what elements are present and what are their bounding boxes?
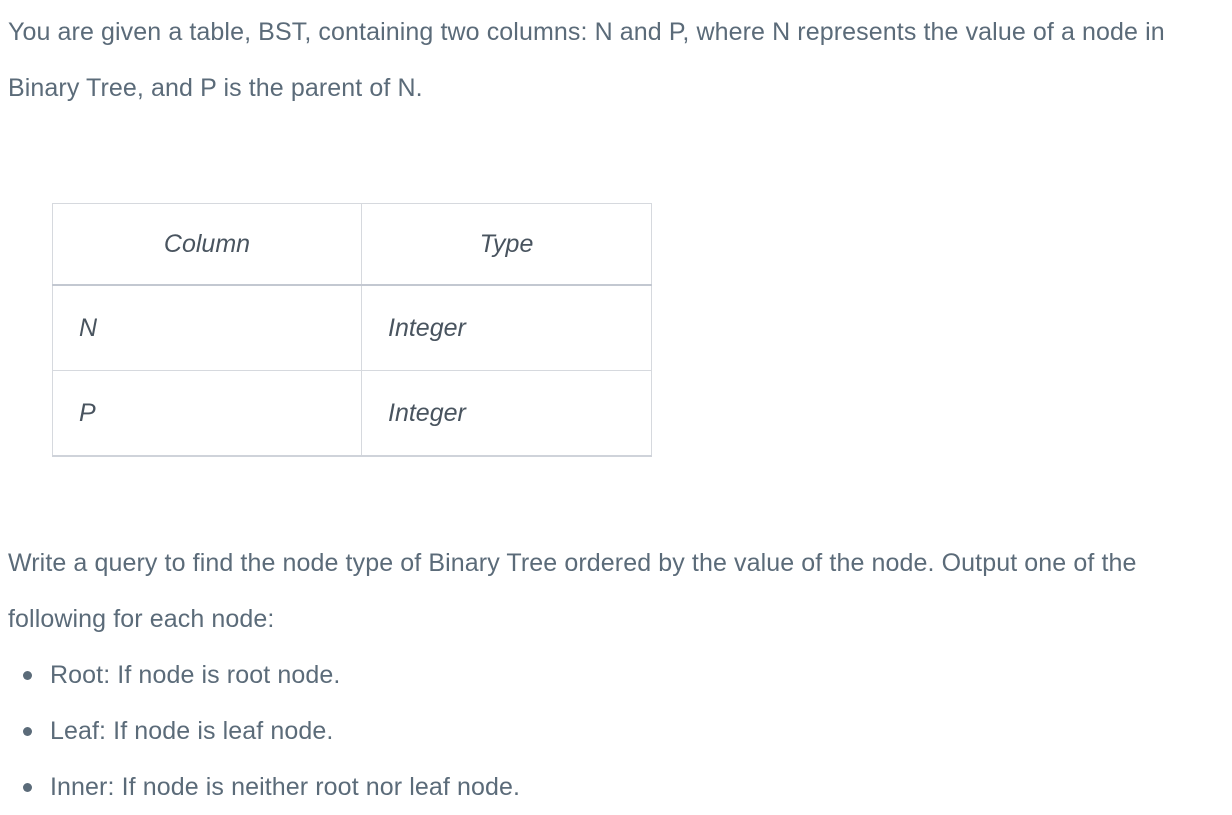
bullet-icon [23, 783, 32, 792]
list-item-text: Leaf: If node is leaf node. [50, 717, 334, 745]
node-type-list: Root: If node is root node. Leaf: If nod… [8, 647, 1224, 815]
column-name-cell: N [52, 284, 362, 371]
list-item-text: Inner: If node is neither root nor leaf … [50, 773, 521, 801]
task-paragraph: Write a query to find the node type of B… [8, 549, 1137, 633]
list-item-inner: Inner: If node is neither root nor leaf … [8, 759, 1224, 815]
bullet-icon [23, 727, 32, 736]
column-header-cell: Column [52, 203, 362, 286]
schema-table-header-row: Column Type [52, 203, 652, 286]
column-name-cell: P [52, 370, 362, 457]
list-item-leaf: Leaf: If node is leaf node. [8, 703, 1224, 759]
intro-paragraph: You are given a table, BST, containing t… [8, 18, 1165, 102]
bullet-icon [23, 671, 32, 680]
schema-table: Column Type N Integer P Integer [52, 203, 652, 457]
table-row: N Integer [52, 284, 652, 371]
column-type-cell: Integer [361, 284, 652, 371]
list-item-text: Root: If node is root node. [50, 661, 341, 689]
type-header-cell: Type [361, 203, 652, 286]
table-row: P Integer [52, 370, 652, 457]
list-item-root: Root: If node is root node. [8, 647, 1224, 703]
column-type-cell: Integer [361, 370, 652, 457]
